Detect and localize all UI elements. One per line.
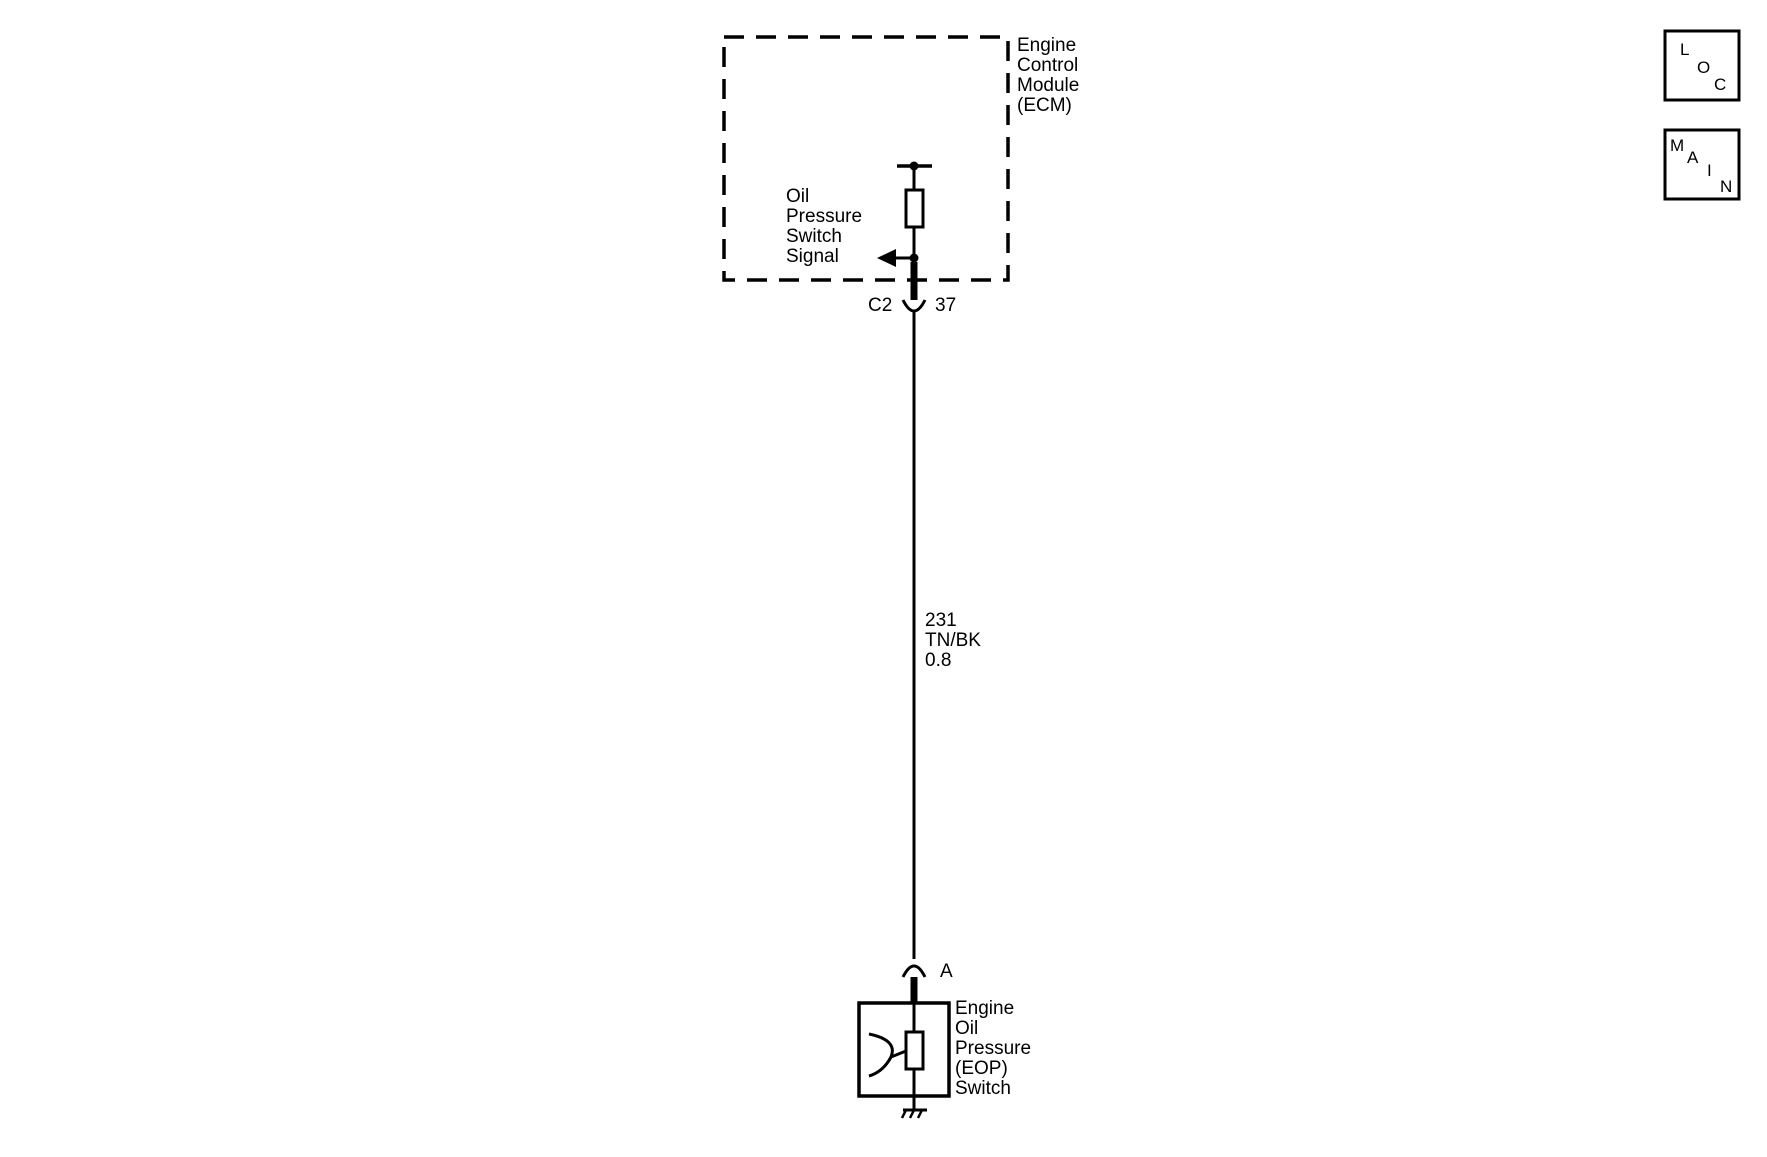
eop-label-line: Engine	[955, 998, 1014, 1019]
main-letter: I	[1707, 161, 1712, 180]
eop-label-line: Oil	[955, 1018, 978, 1039]
ecm-connector-c2	[901, 262, 927, 313]
wire-circuit-number: 231	[925, 610, 957, 631]
signal-label-line: Pressure	[786, 206, 862, 227]
eop-label-line: (EOP)	[955, 1058, 1008, 1079]
connector-cup-symbol	[901, 299, 927, 313]
loc-letter: O	[1697, 58, 1710, 77]
eop-resistor	[904, 1030, 925, 1071]
eop-label-line: Switch	[955, 1078, 1011, 1099]
pressure-sensor-line	[890, 1049, 907, 1059]
ecm-label-line: Engine	[1017, 35, 1076, 56]
pullup-resistor	[904, 188, 925, 229]
loc-button[interactable]: L O C	[1663, 29, 1741, 102]
ground-icon	[900, 1108, 927, 1119]
signal-label-line: Signal	[786, 246, 839, 267]
ecm-label-line: (ECM)	[1017, 95, 1072, 116]
main-letter: N	[1720, 177, 1732, 196]
wire-label: 231 TN/BK 0.8	[925, 610, 986, 671]
ecm-module-box	[722, 35, 1010, 282]
main-button-box[interactable]	[1663, 128, 1741, 201]
signal-label-line: Oil	[786, 186, 809, 207]
ecm-connector-name: C2	[868, 295, 892, 316]
ecm-label-line: Control	[1017, 55, 1078, 76]
main-letter: A	[1687, 148, 1699, 167]
ecm-label-line: Module	[1017, 75, 1079, 96]
main-letter: M	[1670, 136, 1684, 155]
ecm-label: Engine Control Module (ECM)	[1017, 35, 1085, 116]
signal-arrow-head	[877, 249, 896, 267]
main-button[interactable]: M A I N	[1663, 128, 1741, 201]
eop-switch-box	[857, 1001, 951, 1098]
ecm-connector-pin: 37	[935, 295, 956, 316]
connector-cap-symbol	[901, 964, 927, 978]
eop-switch	[857, 1001, 951, 1110]
wire-color: TN/BK	[925, 630, 981, 651]
ecm-internal-circuit	[877, 161, 932, 267]
signal-label-line: Switch	[786, 226, 842, 247]
switch-connector-pin: A	[940, 961, 953, 982]
signal-label: Oil Pressure Switch Signal	[786, 186, 867, 267]
loc-letter: L	[1680, 40, 1689, 59]
eop-label-line: Pressure	[955, 1038, 1031, 1059]
eop-switch-label: Engine Oil Pressure (EOP) Switch	[955, 998, 1036, 1099]
loc-button-box[interactable]	[1663, 29, 1741, 102]
wire-size: 0.8	[925, 650, 951, 671]
loc-letter: C	[1714, 75, 1726, 94]
